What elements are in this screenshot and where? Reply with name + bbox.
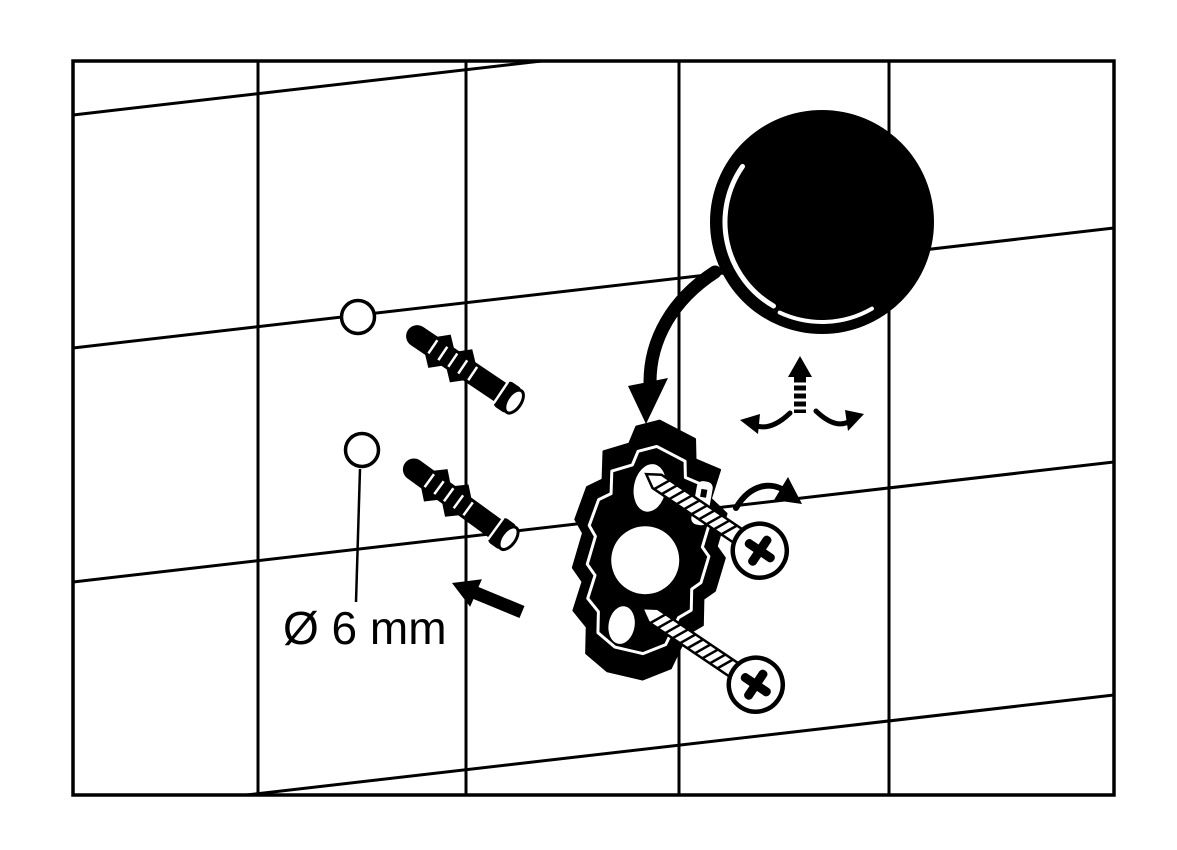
phillips-cross <box>748 535 772 566</box>
cover-disc-highlight <box>722 163 776 309</box>
tile-line-horizontal <box>73 61 555 117</box>
wiggle-arrow-right <box>813 408 864 431</box>
screw-rotate-arrow <box>733 477 802 511</box>
plate-marking-notch <box>700 488 708 498</box>
diameter-label: Ø 6 mm <box>283 602 447 654</box>
screw-upper <box>644 472 790 580</box>
tile-line-horizontal <box>73 226 1114 350</box>
cover-disc <box>710 110 934 334</box>
phillips-cross <box>744 669 768 700</box>
cover-disc-rim-highlight <box>777 306 874 324</box>
anchor-opening <box>503 388 525 415</box>
push-up-arrow <box>788 356 812 413</box>
diameter-leader-line <box>354 468 362 603</box>
drill-hole-lower <box>343 431 381 469</box>
insert-arrow <box>452 579 525 618</box>
tile-line-horizontal <box>233 693 1114 795</box>
wall-anchor-lower <box>402 458 520 552</box>
attach-arrow <box>628 265 722 424</box>
anchor-opening <box>497 525 520 552</box>
cover-disc-face <box>710 110 934 334</box>
plate-lower-hole <box>608 606 635 644</box>
drill-hole-upper <box>339 298 377 336</box>
wiggle-arrow-left <box>740 410 793 434</box>
screw-lower <box>640 606 786 714</box>
plate-center-hole <box>611 526 680 595</box>
wall-border <box>71 59 1116 797</box>
wall-anchor-upper <box>406 325 525 415</box>
